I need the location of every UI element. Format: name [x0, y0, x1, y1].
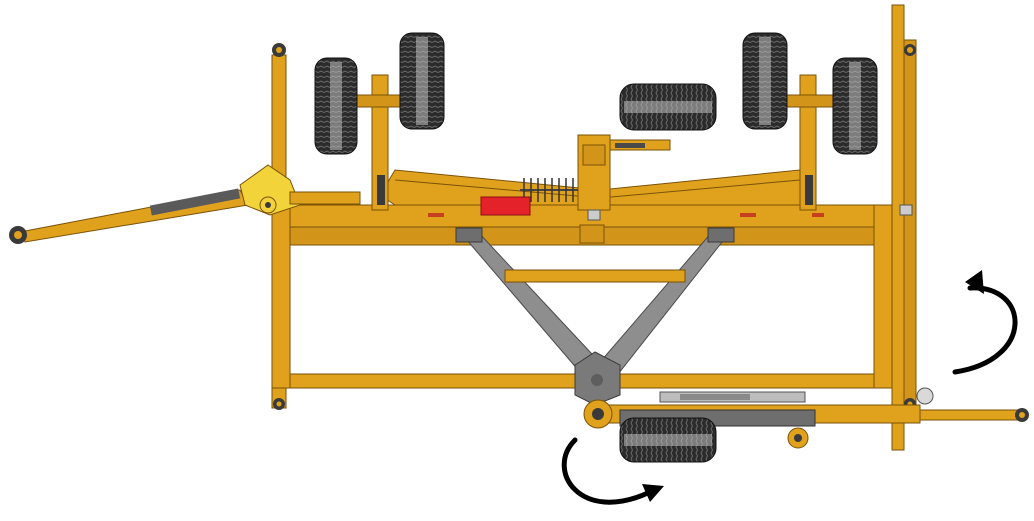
left-uprights — [271, 43, 916, 410]
hitch-tongue — [9, 164, 361, 244]
tire-left-inner — [399, 32, 445, 130]
hitch-plate — [239, 164, 301, 216]
frame-left-side — [271, 204, 291, 389]
tire-right-outer — [832, 57, 878, 155]
tire-right-inner — [742, 32, 788, 130]
gray-a-frame — [455, 227, 735, 406]
tire-bottom — [619, 417, 717, 463]
red-block — [480, 196, 531, 216]
tire-left-outer — [314, 57, 358, 155]
rear-carriage — [354, 74, 836, 244]
transport-arm — [583, 387, 1029, 449]
spring-bank — [520, 178, 578, 202]
right-wing-beam — [891, 4, 917, 451]
curved-arrow-clockwise-icon — [952, 270, 1018, 375]
frame-right-side — [873, 204, 893, 389]
curved-arrow-counterclockwise-icon — [561, 437, 664, 505]
tires — [314, 32, 878, 463]
tire-center-top — [619, 83, 717, 131]
